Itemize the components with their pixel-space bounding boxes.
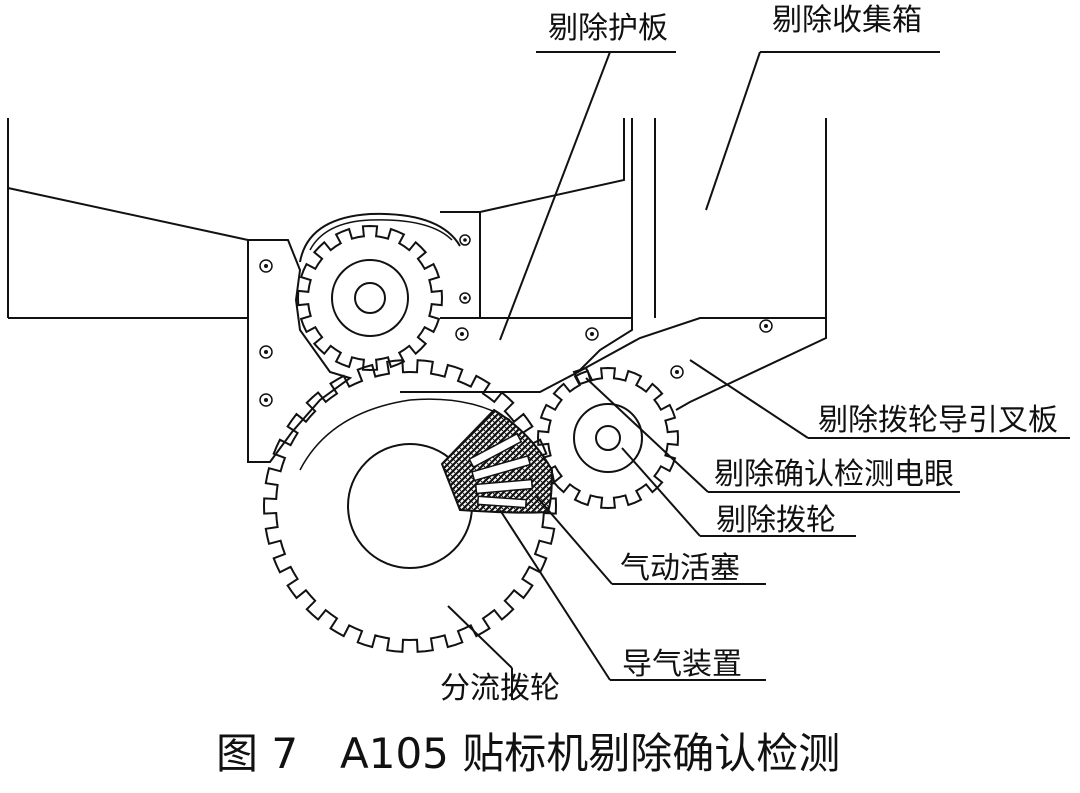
- diverter-gear-wheel: [262, 359, 558, 653]
- label-diverter-dial-wheel: 分流拨轮: [440, 671, 560, 706]
- label-air-guide-device: 导气装置: [622, 647, 742, 682]
- label-reject-collection-box: 剔除收集箱: [772, 3, 922, 38]
- reject-dial-gear-wheel: [536, 366, 680, 510]
- upper-gear-wheel: [296, 212, 461, 372]
- leader-lines: [447, 51, 1070, 700]
- left-hopper: [7, 118, 249, 319]
- label-reject-guard-plate: 剔除护板: [548, 11, 668, 46]
- label-pneumatic-piston: 气动活塞: [620, 551, 740, 586]
- label-reject-dial-guide-fork-plate: 剔除拨轮导引叉板: [818, 403, 1058, 438]
- figure-title: A105 贴标机剔除确认检测: [340, 729, 840, 778]
- pneumatic-air-sector: [440, 408, 554, 514]
- guide-fork-plate: [572, 317, 827, 411]
- label-reject-dial-wheel: 剔除拨轮: [716, 503, 836, 538]
- mounting-plate: [247, 239, 353, 463]
- label-reject-confirm-detect-eye: 剔除确认检测电眼: [714, 457, 954, 492]
- figure-number: 图 7: [216, 729, 298, 778]
- reject-guard-plate: [400, 118, 656, 393]
